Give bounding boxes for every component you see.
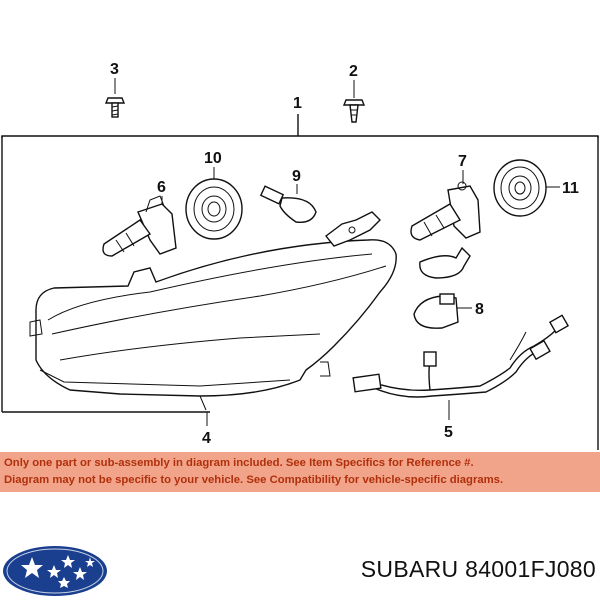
leader-lines: [114, 78, 560, 426]
wiring-harness-icon: [352, 314, 570, 398]
callout-4: 4: [202, 430, 211, 447]
subaru-logo-icon: [3, 546, 107, 596]
bulb-9-icon: [259, 185, 317, 223]
callout-2: 2: [349, 63, 358, 80]
callout-7: 7: [458, 153, 467, 170]
callout-5: 5: [444, 424, 453, 441]
parts-diagram: 1 2 3 4 5 6 7 8 9 10 11: [1, 61, 599, 450]
callout-10: 10: [204, 150, 222, 167]
clip-2-icon: [342, 99, 366, 123]
grommet-10-icon: [185, 178, 243, 240]
callout-3: 3: [110, 61, 119, 78]
callout-11: 11: [562, 180, 579, 197]
notice-line-1: Only one part or sub-assembly in diagram…: [4, 457, 474, 469]
notice-line-2: Diagram may not be specific to your vehi…: [4, 474, 504, 486]
headlamp-housing-icon: [29, 211, 397, 411]
screw-3-icon: [104, 97, 126, 118]
callout-9: 9: [292, 168, 301, 185]
grommet-11-icon: [493, 159, 547, 217]
callout-8: 8: [475, 301, 484, 318]
callout-6: 6: [157, 179, 166, 196]
brand-part-number: SUBARU 84001FJ080: [360, 556, 596, 582]
small-bulb-icon: [419, 246, 471, 279]
callout-1: 1: [293, 95, 302, 112]
bulb-7-icon: [410, 181, 481, 241]
notice-banner: Only one part or sub-assembly in diagram…: [0, 452, 600, 492]
bulb-6-icon: [102, 195, 177, 257]
assembly-bracket: [1, 114, 599, 450]
bulb-8-icon: [413, 293, 459, 329]
